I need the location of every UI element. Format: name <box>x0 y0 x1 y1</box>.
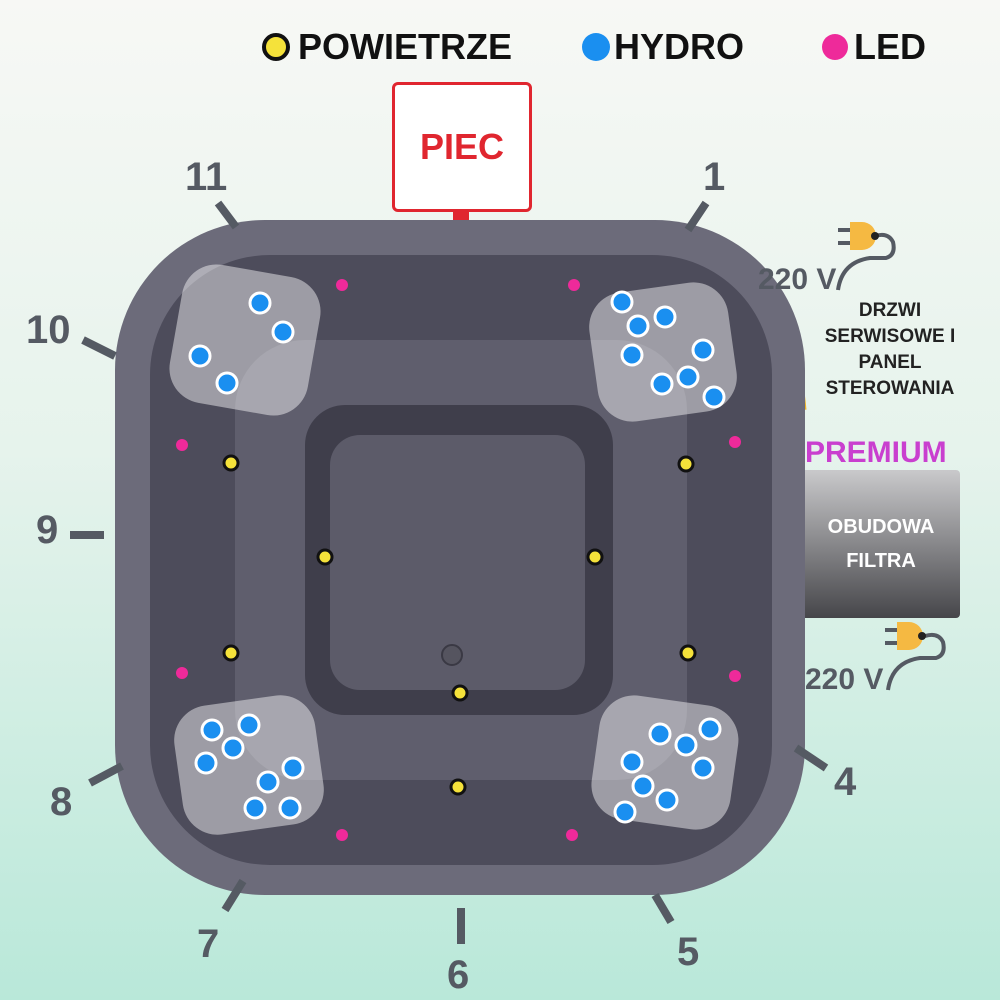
tub-floor <box>330 435 585 690</box>
position-4: 4 <box>834 760 857 804</box>
hydro-jet <box>188 344 212 368</box>
position-tick <box>221 878 247 913</box>
filter-line: OBUDOWA <box>827 516 935 538</box>
hydro-jet <box>281 756 305 780</box>
air-jet <box>222 454 240 472</box>
service-panel-label: DRZWI SERWISOWE I PANEL STEROWANIA <box>805 298 975 402</box>
hydro-jet <box>626 314 650 338</box>
led-light <box>566 829 578 841</box>
service-line: SERWISOWE I <box>824 326 956 347</box>
hydro-jet <box>691 756 715 780</box>
heater-box: PIEC <box>392 82 532 212</box>
position-8: 8 <box>50 780 73 824</box>
hydro-jet <box>702 385 726 409</box>
hydro-jet <box>674 733 698 757</box>
led-light <box>729 436 741 448</box>
air-jet <box>586 548 604 566</box>
air-jet <box>451 684 469 702</box>
service-line: STEROWANIA <box>825 378 955 399</box>
filter-housing <box>795 470 960 618</box>
hydro-jet <box>620 750 644 774</box>
legend-led: LED <box>822 26 926 68</box>
legend-led-label: LED <box>854 26 926 67</box>
hydro-jet <box>655 788 679 812</box>
hydro-jet <box>271 320 295 344</box>
position-tick <box>81 336 117 360</box>
position-6: 6 <box>447 953 470 997</box>
air-jet <box>679 644 697 662</box>
air-dot-icon <box>262 33 290 61</box>
position-7: 7 <box>197 922 220 966</box>
hydro-jet <box>215 371 239 395</box>
hydro-jet <box>691 338 715 362</box>
hydro-jet <box>613 800 637 824</box>
power-top-label: 220 V <box>758 263 837 296</box>
hydro-jet <box>256 770 280 794</box>
led-light <box>176 667 188 679</box>
position-tick <box>651 892 675 925</box>
filter-line: FILTRA <box>846 550 916 572</box>
plug-icon <box>836 222 896 291</box>
hydro-jet <box>698 717 722 741</box>
legend-air-label: POWIETRZE <box>298 26 512 67</box>
position-1: 1 <box>703 155 726 199</box>
position-tick <box>793 744 829 772</box>
hydro-seat <box>591 695 739 830</box>
position-10: 10 <box>26 308 71 352</box>
hydro-jet <box>194 751 218 775</box>
hydro-jet <box>676 365 700 389</box>
led-dot-icon <box>822 34 848 60</box>
hydro-seat <box>589 282 737 422</box>
heater-label: PIEC <box>419 126 505 167</box>
led-light <box>568 279 580 291</box>
plug-icon <box>885 622 946 691</box>
led-light <box>729 670 741 682</box>
position-tick <box>88 762 124 787</box>
hydro-jet <box>653 305 677 329</box>
led-light <box>336 829 348 841</box>
air-jet <box>222 644 240 662</box>
drain-icon <box>441 644 463 666</box>
hydro-dot-icon <box>582 33 610 61</box>
filter-label: OBUDOWA FILTRA <box>800 510 962 578</box>
led-light <box>336 279 348 291</box>
position-9: 9 <box>36 508 59 552</box>
hydro-jet <box>221 736 245 760</box>
hydro-jet <box>248 291 272 315</box>
position-11: 11 <box>185 155 228 199</box>
hydro-seat <box>169 264 321 416</box>
air-jet <box>677 455 695 473</box>
position-tick <box>684 200 710 233</box>
legend-air: POWIETRZE <box>262 26 512 68</box>
service-line: DRZWI <box>858 300 922 321</box>
air-jet <box>316 548 334 566</box>
hydro-jet <box>631 774 655 798</box>
legend-hydro: HYDRO <box>582 26 744 68</box>
service-line: PANEL <box>858 352 922 373</box>
hydro-jet <box>243 796 267 820</box>
hydro-jet <box>237 713 261 737</box>
position-5: 5 <box>677 930 700 974</box>
premium-label: PREMIUM <box>805 436 947 469</box>
power-bottom-label: 220 V <box>805 663 884 696</box>
hydro-jet <box>278 796 302 820</box>
air-jet <box>449 778 467 796</box>
led-light <box>176 439 188 451</box>
hydro-jet <box>610 290 634 314</box>
hydro-jet <box>620 343 644 367</box>
legend-hydro-label: HYDRO <box>614 26 745 67</box>
position-tick <box>214 200 240 230</box>
hydro-jet <box>648 722 672 746</box>
hydro-jet <box>200 718 224 742</box>
hydro-jet <box>650 372 674 396</box>
